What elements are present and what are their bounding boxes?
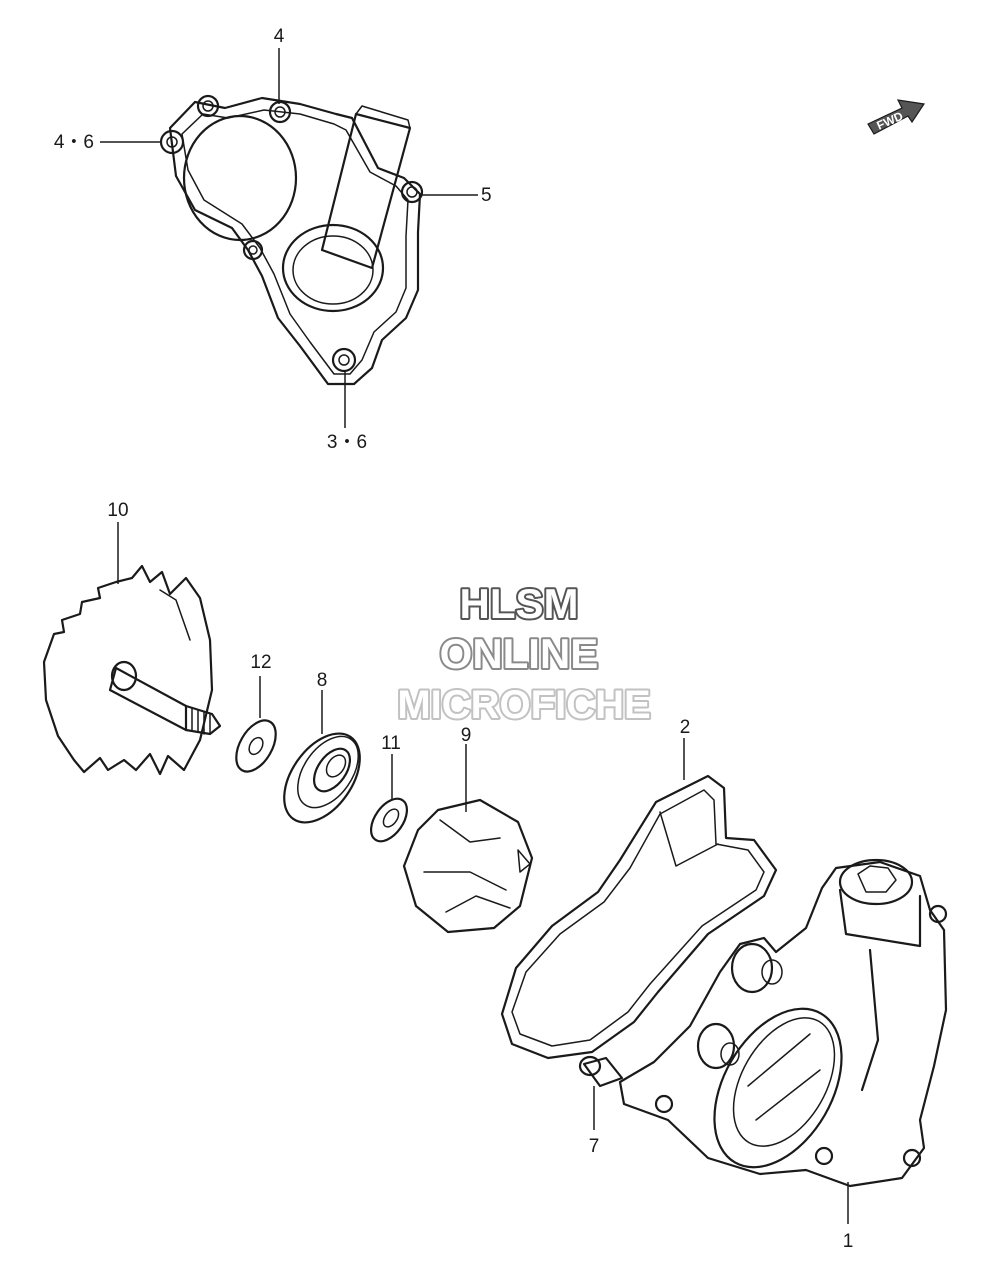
forward-direction-arrow-icon: FWD (867, 99, 926, 135)
callout-2: 2 (680, 717, 691, 738)
seal-11 (369, 797, 409, 843)
callout-1: 1 (843, 1231, 854, 1252)
dowel-pin-7 (578, 1055, 624, 1088)
callout-12: 12 (250, 652, 271, 673)
gasket-2 (500, 774, 778, 1060)
callout-11: 11 (381, 733, 401, 754)
watermark: HLSM ONLINE MICROFICHE (395, 578, 652, 729)
callout-3-6: 3・6 (327, 432, 367, 453)
water-pump-case (618, 858, 948, 1188)
callout-8: 8 (317, 670, 328, 691)
callout-5: 5 (481, 185, 492, 206)
mechanical-seal-8 (283, 732, 361, 824)
callout-4-6: 4・6 (54, 132, 94, 153)
watermark-line-1: HLSM (460, 580, 579, 627)
leader-lines (100, 48, 849, 1224)
washer-12 (235, 719, 277, 773)
impeller-9 (402, 798, 534, 934)
watermark-line-2: ONLINE (440, 630, 599, 677)
callout-10: 10 (107, 500, 128, 521)
callout-9: 9 (461, 725, 472, 746)
watermark-line-3: MICROFICHE (397, 683, 650, 727)
callout-7: 7 (589, 1136, 600, 1157)
fwd-label: FWD (875, 109, 906, 133)
impeller-shaft-gear (42, 564, 222, 776)
callout-4: 4 (274, 26, 285, 47)
water-pump-cover (159, 94, 424, 386)
